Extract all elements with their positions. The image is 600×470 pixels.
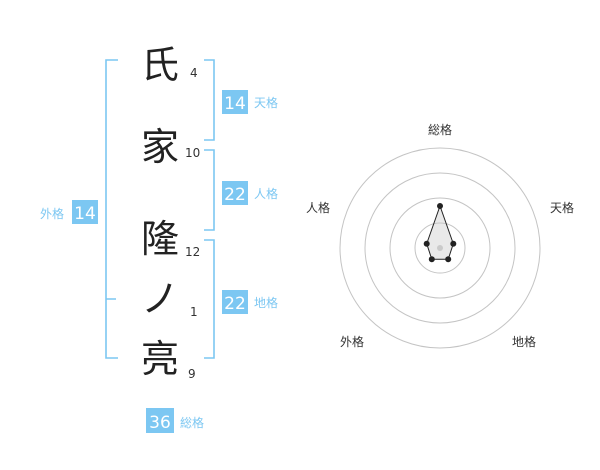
gaikaku-value: 14 bbox=[74, 204, 96, 224]
soukaku-label: 総格 bbox=[180, 415, 204, 430]
stroke-count-5: 9 bbox=[188, 367, 196, 381]
chikaku-value: 22 bbox=[224, 294, 246, 314]
soukaku-value: 36 bbox=[149, 413, 171, 433]
radar-axis-gaikaku: 外格 bbox=[340, 334, 364, 349]
stroke-count-1: 4 bbox=[190, 66, 198, 80]
radar-point-5 bbox=[423, 240, 430, 247]
jinkaku-value: 22 bbox=[224, 185, 246, 205]
tenkaku-bracket bbox=[204, 59, 215, 141]
tenkaku-value: 14 bbox=[224, 94, 246, 114]
radar-axis-tenkaku: 天格 bbox=[550, 200, 574, 215]
radar-shape bbox=[426, 204, 454, 260]
jinkaku-label: 人格 bbox=[254, 186, 278, 201]
tenkaku-label: 天格 bbox=[254, 95, 278, 110]
radar-point-3 bbox=[445, 256, 452, 263]
radar-axis-chikaku: 地格 bbox=[512, 334, 536, 349]
radar-axis-jinkaku: 人格 bbox=[306, 200, 330, 215]
jinkaku-bracket bbox=[204, 149, 215, 231]
gaikaku-badge: 外格 14 bbox=[40, 200, 98, 224]
name-char-4: ノ bbox=[141, 277, 179, 321]
stroke-count-2: 10 bbox=[185, 146, 200, 160]
radar-center-dot bbox=[437, 245, 443, 251]
radar-point-4 bbox=[428, 256, 435, 263]
chikaku-badge: 22 地格 bbox=[222, 290, 278, 314]
radar-ring bbox=[339, 147, 541, 349]
soukaku-badge: 36 総格 bbox=[146, 408, 204, 433]
name-char-1: 氏 bbox=[141, 43, 179, 87]
chikaku-label: 地格 bbox=[254, 295, 278, 310]
chikaku-bracket bbox=[204, 239, 215, 359]
radar-axis-soukaku: 総格 bbox=[428, 122, 452, 137]
radar-ring bbox=[389, 197, 491, 299]
outer-bracket bbox=[105, 59, 118, 359]
name-char-5: 亮 bbox=[141, 337, 179, 381]
radar-ring bbox=[414, 222, 466, 274]
stroke-count-4: 1 bbox=[190, 305, 198, 319]
radar-ring bbox=[364, 172, 516, 324]
jinkaku-badge: 22 人格 bbox=[222, 181, 278, 205]
name-char-2: 家 bbox=[141, 125, 179, 169]
tenkaku-badge: 14 天格 bbox=[222, 90, 278, 114]
gaikaku-label: 外格 bbox=[40, 206, 64, 221]
radar-chart: 総格 天格 地格 外格 人格 bbox=[306, 122, 574, 349]
stroke-count-3: 12 bbox=[185, 245, 200, 259]
radar-point-2 bbox=[450, 240, 457, 247]
radar-point-1 bbox=[437, 203, 443, 209]
radar-dots bbox=[423, 203, 457, 263]
name-char-3: 隆 bbox=[141, 217, 179, 261]
radar-rings bbox=[339, 147, 541, 349]
name-column: 氏 4 家 10 隆 12 ノ 1 亮 9 bbox=[141, 43, 200, 381]
brackets bbox=[105, 59, 215, 359]
